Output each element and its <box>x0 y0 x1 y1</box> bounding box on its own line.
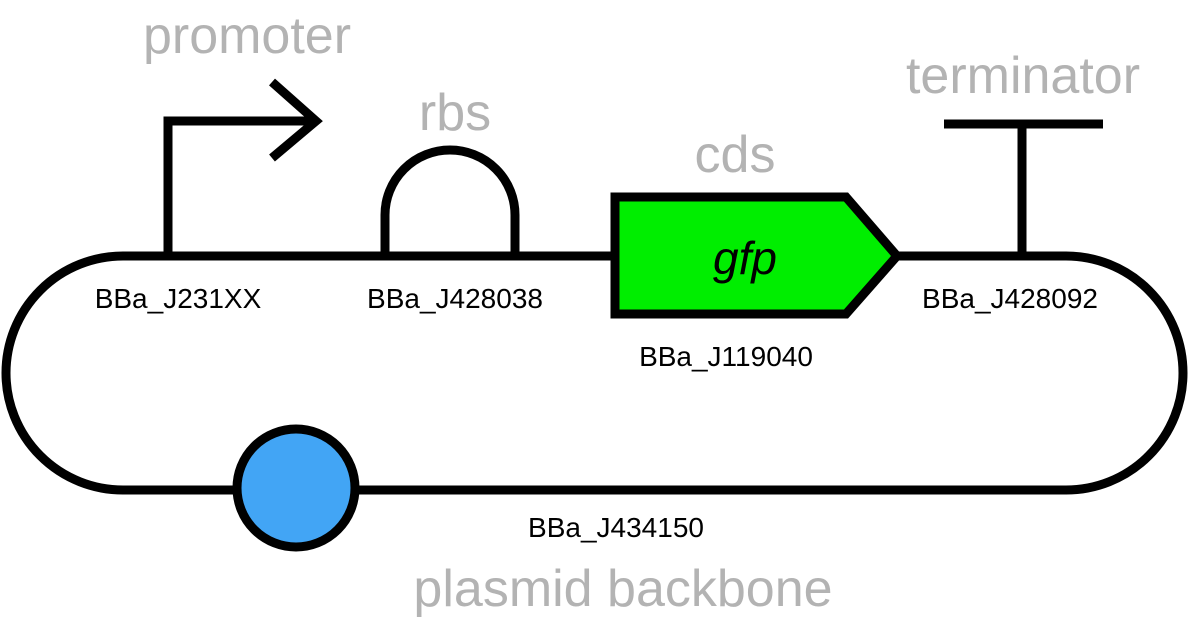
promoter-part-id: BBa_J231XX <box>95 283 262 314</box>
backbone-glyph <box>232 424 360 552</box>
rbs-part-id: BBa_J428038 <box>367 283 543 314</box>
plasmid-loop <box>1 251 1188 495</box>
rbs-role-label: rbs <box>419 84 491 142</box>
cds-role-label: cds <box>695 126 776 184</box>
terminator-glyph <box>944 119 1103 256</box>
promoter-glyph <box>163 78 323 256</box>
backbone-part-id: BBa_J434150 <box>528 512 704 543</box>
promoter-role-label: promoter <box>143 7 351 65</box>
cds-gene-name: gfp <box>713 232 777 284</box>
promoter-arrowhead-icon <box>269 78 323 162</box>
terminator-role-label: terminator <box>906 47 1140 105</box>
promoter-stem-icon <box>163 116 316 256</box>
cds-glyph <box>610 192 903 319</box>
rbs-glyph <box>380 145 520 256</box>
terminator-part-id: BBa_J428092 <box>922 283 1098 314</box>
cds-part-id: BBa_J119040 <box>639 341 813 372</box>
backbone-role-label: plasmid backbone <box>413 560 832 618</box>
